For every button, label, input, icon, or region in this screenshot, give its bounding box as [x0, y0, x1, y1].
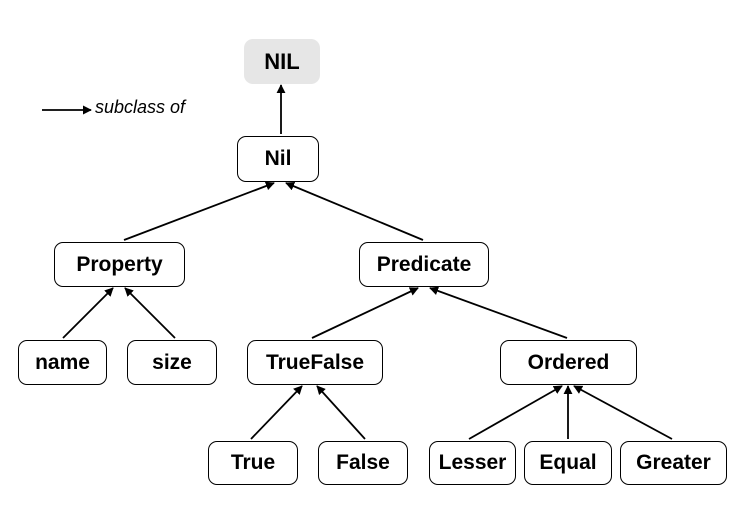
node-truefalse: TrueFalse: [247, 340, 383, 385]
node-ordered: Ordered: [500, 340, 637, 385]
node-lesser: Lesser: [429, 441, 516, 485]
edge-property-to-nil: [123, 181, 275, 241]
edge-lesser-to-ordered: [468, 385, 563, 440]
edge-truefalse-to-predicate: [311, 287, 419, 339]
edge-size-to-property: [124, 287, 176, 339]
node-size: size: [127, 340, 217, 385]
edge-predicate-to-nil: [285, 181, 424, 241]
node-nil-root: NIL: [244, 39, 320, 84]
edge-greater-to-ordered: [573, 385, 673, 440]
edge-true-to-truefalse: [250, 385, 303, 440]
legend-label: subclass of: [95, 97, 186, 117]
node-nil: Nil: [237, 136, 319, 182]
node-predicate: Predicate: [359, 242, 489, 287]
edge-ordered-to-predicate: [429, 286, 568, 339]
node-equal: Equal: [524, 441, 612, 485]
node-name: name: [18, 340, 107, 385]
edge-false-to-truefalse: [316, 385, 366, 440]
edge-name-to-property: [62, 287, 114, 339]
node-property: Property: [54, 242, 185, 287]
node-true: True: [208, 441, 298, 485]
node-false: False: [318, 441, 408, 485]
node-greater: Greater: [620, 441, 727, 485]
